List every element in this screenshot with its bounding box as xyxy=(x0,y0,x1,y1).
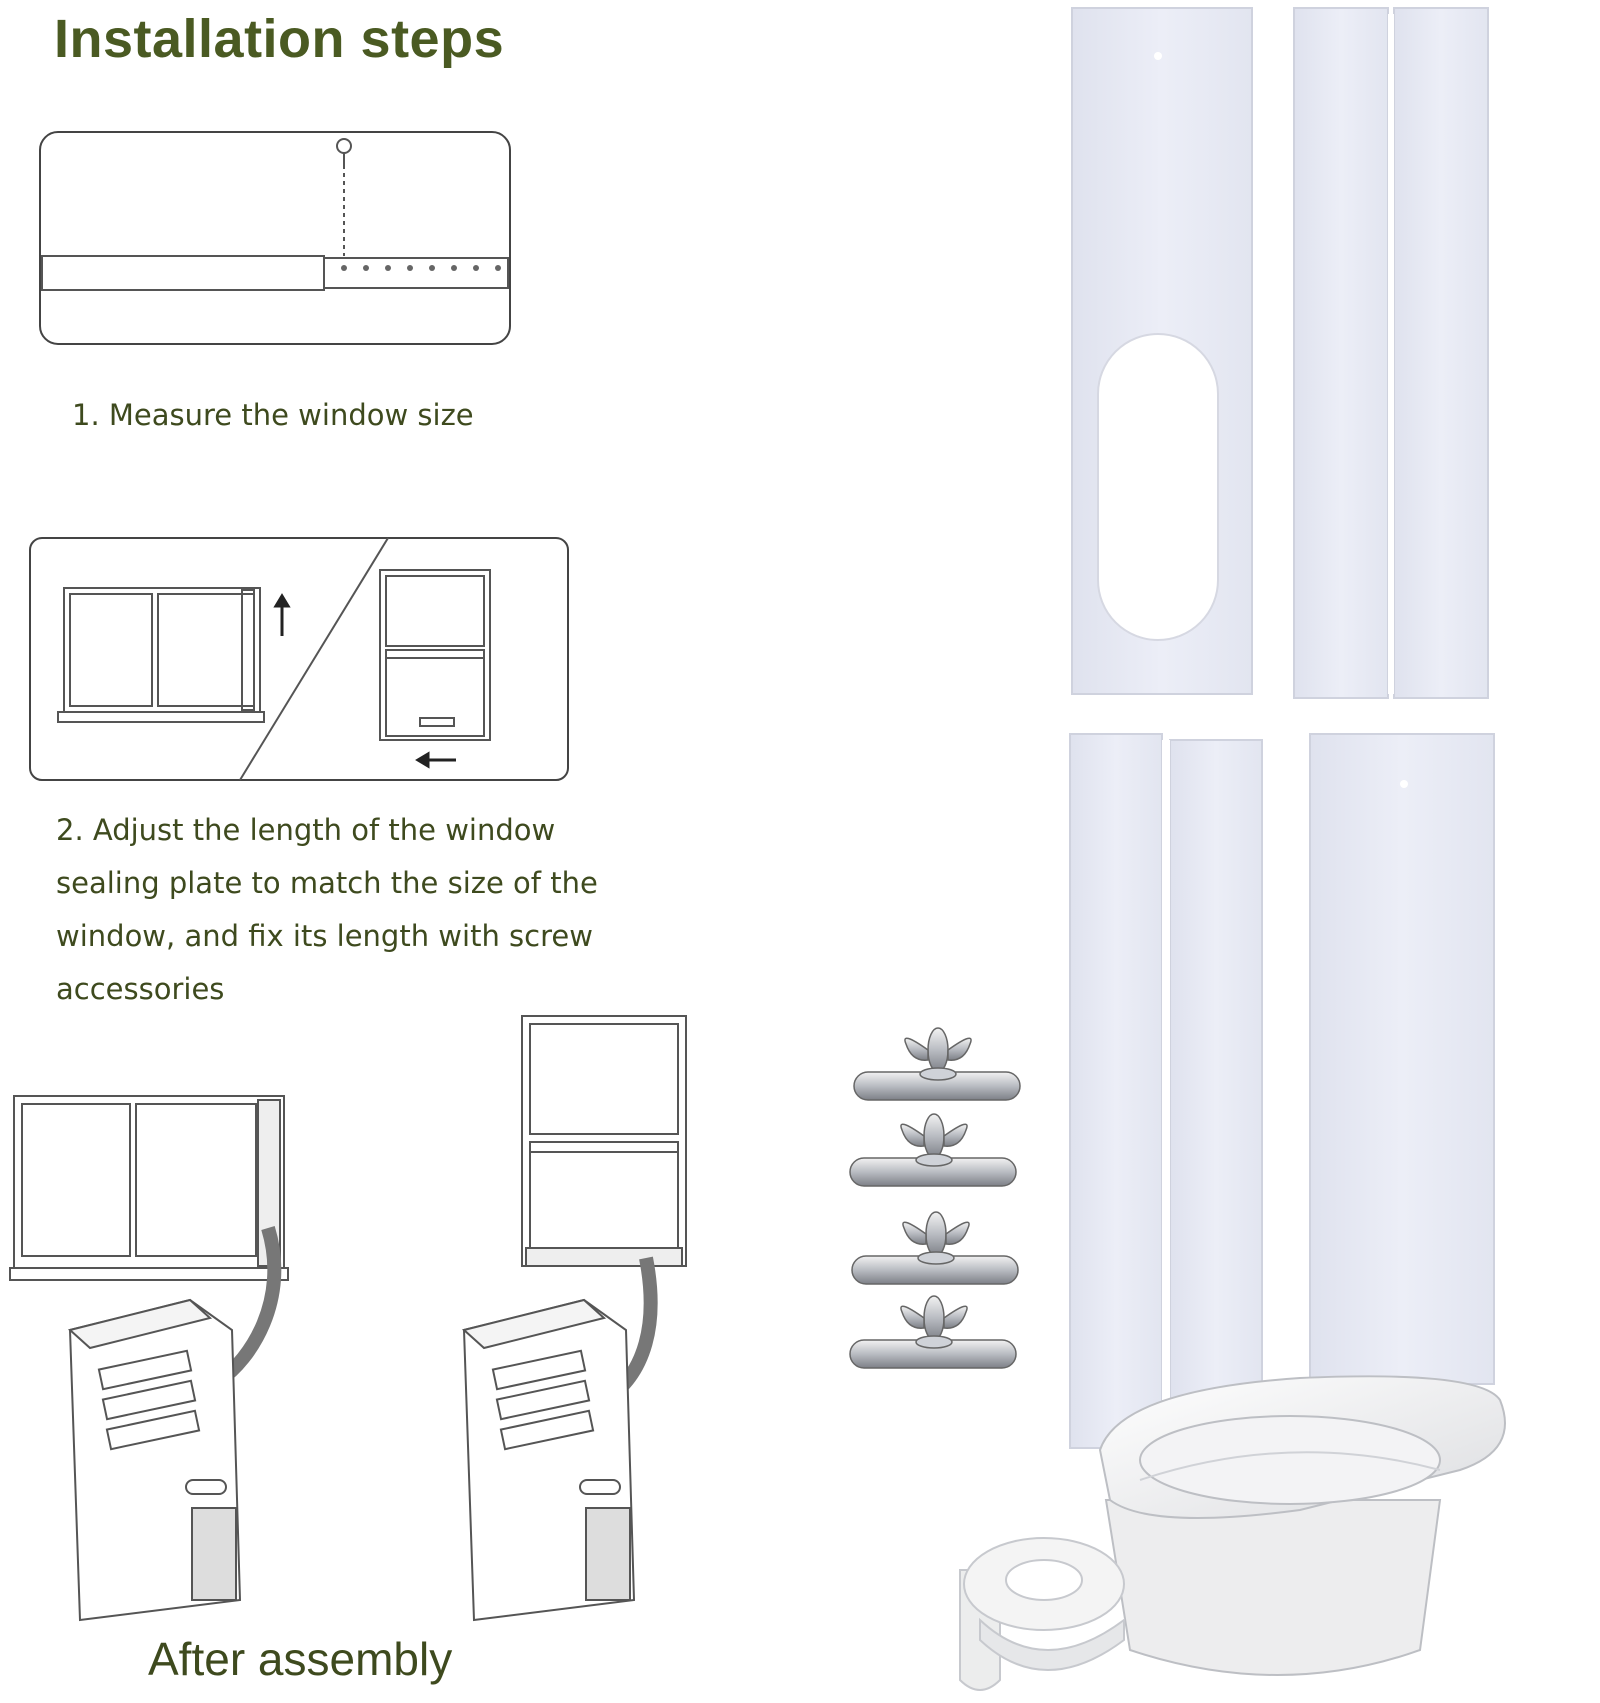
assembled-sliding-window-ac xyxy=(9,1095,289,1622)
step-2-text: 2. Adjust the length of the window seali… xyxy=(56,813,598,1006)
sealing-plate-single xyxy=(1309,733,1495,1385)
wing-nut-screw xyxy=(851,1211,1019,1285)
window-hose-connector xyxy=(1098,1375,1506,1676)
wing-nut-screw xyxy=(849,1113,1017,1187)
page-title: Installation steps xyxy=(54,9,505,69)
arrow-up-icon xyxy=(273,593,291,636)
seal-tape-roll xyxy=(959,1537,1125,1691)
wing-nut-screw xyxy=(849,1295,1017,1369)
after-assembly-caption: After assembly xyxy=(148,1633,453,1685)
step-1-text: 1. Measure the window size xyxy=(72,398,474,432)
wing-nut-screw xyxy=(853,1027,1021,1101)
sealing-plate-with-hole xyxy=(1071,7,1253,695)
sealing-plate-double-2 xyxy=(1069,733,1263,1449)
measure-window-diagram xyxy=(39,131,511,345)
arrow-left-icon xyxy=(415,751,456,769)
screw-icon xyxy=(336,138,352,165)
assembled-hung-window-ac xyxy=(461,1015,687,1622)
window-types-diagram xyxy=(29,537,569,781)
sealing-plate-double xyxy=(1293,7,1489,699)
